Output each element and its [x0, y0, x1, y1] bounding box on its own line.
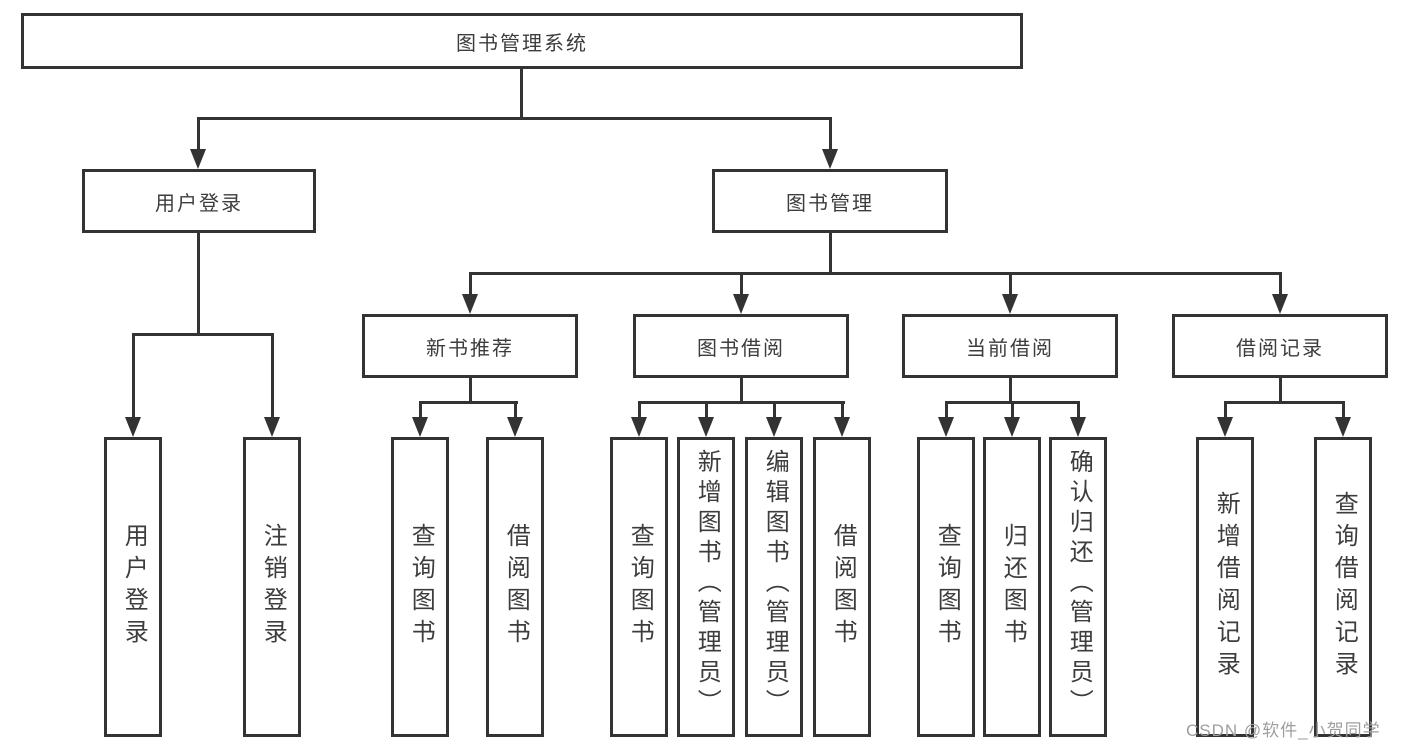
- connector-line: [739, 272, 743, 296]
- connector-line: [944, 401, 948, 419]
- arrow-down-icon: [1004, 417, 1020, 437]
- arrow-down-icon: [698, 417, 714, 437]
- connector-line: [1008, 272, 1012, 296]
- connector-line: [828, 231, 832, 275]
- connector-line: [131, 333, 135, 419]
- connector-line: [1278, 376, 1282, 404]
- connector-line: [637, 401, 641, 419]
- node-label: 当前借阅: [966, 337, 1054, 360]
- node-label: 图书借阅: [697, 337, 785, 360]
- arrow-down-icon: [834, 417, 850, 437]
- arrow-down-icon: [631, 417, 647, 437]
- arrow-down-icon: [733, 294, 749, 314]
- connector-line: [1008, 376, 1012, 404]
- connector-line: [270, 333, 274, 419]
- leaf-label: 借阅图书: [502, 523, 530, 651]
- arrow-down-icon: [1070, 417, 1086, 437]
- leaf-return-book: 归还图书: [983, 437, 1041, 737]
- connector-line: [1223, 401, 1345, 404]
- leaf-query-borrow-record: 查询借阅记录: [1314, 437, 1372, 737]
- node-current-borrow: 当前借阅: [902, 314, 1118, 378]
- arrow-down-icon: [1002, 294, 1018, 314]
- leaf-query-books-newbook: 查询图书: [391, 437, 449, 737]
- arrow-down-icon: [264, 417, 280, 437]
- leaf-label: 查询借阅记录: [1330, 491, 1358, 683]
- leaf-label: 用户登录: [120, 523, 148, 651]
- node-user-login: 用户登录: [82, 169, 316, 233]
- node-book-borrow: 图书借阅: [633, 314, 849, 378]
- arrow-down-icon: [412, 417, 428, 437]
- arrow-down-icon: [462, 294, 478, 314]
- arrow-down-icon: [1272, 294, 1288, 314]
- connector-line: [519, 66, 523, 120]
- arrow-down-icon: [190, 149, 206, 169]
- arrow-down-icon: [1335, 417, 1351, 437]
- connector-line: [468, 376, 472, 404]
- node-label: 用户登录: [155, 192, 243, 215]
- arrow-down-icon: [125, 417, 141, 437]
- arrow-down-icon: [507, 417, 523, 437]
- connector-line: [1223, 401, 1227, 419]
- node-label: 图书管理系统: [456, 32, 588, 55]
- leaf-logout: 注销登录: [243, 437, 301, 737]
- leaf-add-borrow-record: 新增借阅记录: [1196, 437, 1254, 737]
- node-borrow-records: 借阅记录: [1172, 314, 1388, 378]
- connector-line: [418, 401, 518, 404]
- connector-line: [196, 231, 200, 336]
- arrow-down-icon: [1217, 417, 1233, 437]
- leaf-label: 查询图书: [626, 523, 654, 651]
- connector-line: [196, 117, 832, 120]
- connector-line: [772, 401, 776, 419]
- connector-line: [1341, 401, 1345, 419]
- connector-line: [1076, 401, 1080, 419]
- connector-line: [637, 401, 845, 404]
- connector-line: [196, 117, 200, 151]
- leaf-label: 查询图书: [407, 523, 435, 651]
- leaf-label: 新增借阅记录: [1212, 491, 1240, 683]
- connector-line: [468, 272, 472, 296]
- leaf-add-book-admin: 新增图书（管理员）: [677, 437, 735, 737]
- connector-line: [1010, 401, 1014, 419]
- leaf-borrow-books-newbook: 借阅图书: [486, 437, 544, 737]
- arrow-down-icon: [938, 417, 954, 437]
- connector-line: [840, 401, 844, 419]
- connector-line: [468, 272, 1282, 275]
- connector-line: [418, 401, 422, 419]
- csdn-watermark: CSDN @软件_小贺同学: [1186, 721, 1381, 740]
- connector-line: [513, 401, 517, 419]
- leaf-label: 查询图书: [933, 523, 961, 651]
- leaf-label: 新增图书（管理员）: [693, 449, 721, 719]
- leaf-user-login: 用户登录: [104, 437, 162, 737]
- leaf-label: 借阅图书: [829, 523, 857, 651]
- connector-line: [131, 333, 274, 336]
- node-library-management-system: 图书管理系统: [21, 13, 1023, 69]
- leaf-query-books-current: 查询图书: [917, 437, 975, 737]
- leaf-edit-book-admin: 编辑图书（管理员）: [745, 437, 803, 737]
- leaf-label: 编辑图书（管理员）: [761, 449, 789, 719]
- leaf-query-books-borrow: 查询图书: [610, 437, 668, 737]
- leaf-label: 注销登录: [259, 523, 287, 651]
- connector-line: [704, 401, 708, 419]
- leaf-borrow-books-borrow: 借阅图书: [813, 437, 871, 737]
- node-new-book-recommend: 新书推荐: [362, 314, 578, 378]
- connector-line: [1278, 272, 1282, 296]
- node-label: 图书管理: [786, 192, 874, 215]
- node-label: 新书推荐: [426, 337, 514, 360]
- connector-line: [828, 117, 832, 151]
- leaf-label: 确认归还（管理员）: [1065, 449, 1093, 719]
- node-book-management: 图书管理: [712, 169, 948, 233]
- leaf-label: 归还图书: [999, 523, 1027, 651]
- arrow-down-icon: [822, 149, 838, 169]
- leaf-confirm-return-admin: 确认归还（管理员）: [1049, 437, 1107, 737]
- arrow-down-icon: [766, 417, 782, 437]
- node-label: 借阅记录: [1236, 337, 1324, 360]
- connector-line: [739, 376, 743, 404]
